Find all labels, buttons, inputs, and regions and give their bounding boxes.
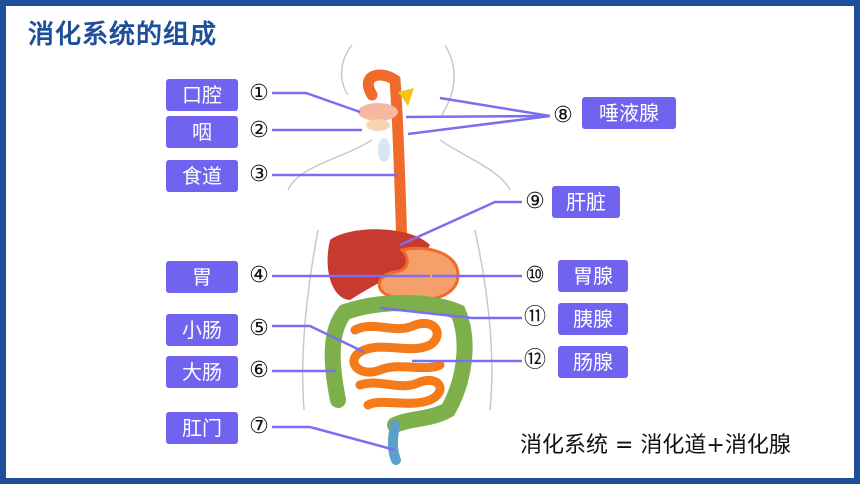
label-anus: 肛门 — [166, 412, 238, 444]
label-mouth: 口腔 — [166, 79, 238, 111]
num-salivary-gland: ⑧ — [553, 103, 573, 128]
thyroid-shape — [378, 138, 390, 162]
label-large-intestine: 大肠 — [166, 356, 238, 388]
large-intestine-shape — [324, 295, 473, 433]
label-pharynx: 咽 — [166, 116, 238, 148]
num-stomach: ④ — [249, 263, 269, 288]
num-pharynx: ② — [249, 118, 269, 143]
body-outline — [287, 44, 511, 411]
num-large-intestine: ⑥ — [249, 358, 269, 383]
esophagus-shape — [362, 69, 408, 256]
page-title: 消化系统的组成 — [28, 20, 218, 50]
num-esophagus: ③ — [249, 162, 269, 187]
tongue-shape — [366, 119, 390, 131]
formula-text: 消化系统 = 消化道+消化腺 — [520, 433, 791, 458]
num-pancreas: ⑪ — [523, 305, 546, 330]
label-pancreas: 胰腺 — [558, 303, 628, 335]
label-salivary-gland: 唾液腺 — [582, 97, 676, 129]
label-stomach: 胃 — [166, 261, 238, 293]
num-mouth: ① — [249, 81, 269, 106]
label-liver: 肝脏 — [552, 186, 620, 218]
label-gastric-gland: 胃腺 — [558, 260, 628, 292]
mouth-shape — [358, 103, 398, 121]
num-intestinal-gland: ⑫ — [523, 348, 546, 373]
label-small-intestine: 小肠 — [166, 314, 238, 346]
num-anus: ⑦ — [249, 414, 269, 439]
num-liver: ⑨ — [525, 189, 545, 214]
rectum-shape — [387, 420, 401, 465]
num-gastric-gland: ⑩ — [525, 263, 545, 288]
leader-lines-left — [272, 91, 430, 452]
num-small-intestine: ⑤ — [249, 316, 269, 341]
small-intestine-shape — [349, 318, 445, 410]
label-intestinal-gland: 肠腺 — [558, 346, 628, 378]
liver-shape — [327, 229, 430, 300]
salivary-gland-shape — [398, 88, 414, 106]
leader-lines-right — [379, 96, 551, 363]
label-esophagus: 食道 — [166, 160, 238, 192]
